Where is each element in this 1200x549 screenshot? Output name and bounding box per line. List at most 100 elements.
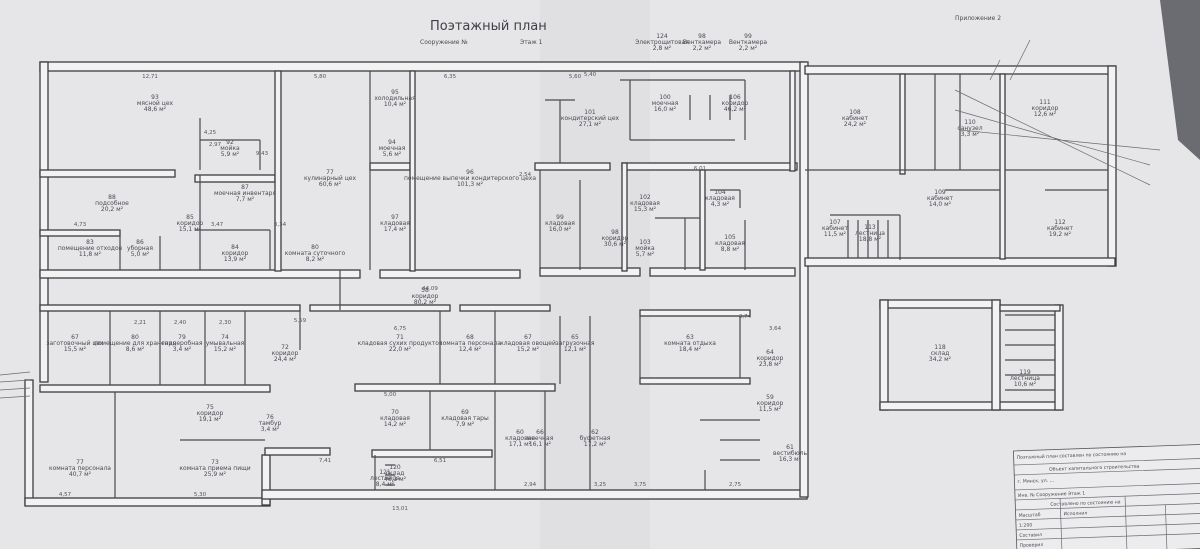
room-num: 77 (76, 459, 84, 466)
room-name: кладовая сухих продуктов (358, 340, 443, 347)
room-name: санузел (957, 125, 982, 132)
room-area: 40,7 м² (69, 471, 92, 478)
room-name: коридор (177, 220, 204, 227)
room-area: 10,4 м² (384, 101, 407, 108)
room-num: 76 (266, 414, 274, 421)
room-name: кладовая (380, 415, 410, 422)
room-name: коридор (197, 410, 224, 417)
room-name: мойка (220, 145, 240, 152)
dimension-label: 44,09 (422, 286, 438, 292)
title-block-line: г. Минск, ул. ... (1017, 478, 1054, 485)
room-area: 13,9 м² (224, 256, 247, 263)
room-name: кладовая (630, 200, 660, 207)
callout-area: 2,2 м² (739, 45, 758, 52)
room-name: кладовая (545, 220, 575, 227)
room-name: помещение отходов (58, 245, 123, 252)
dimension-label: 6,75 (394, 326, 407, 332)
room-num: 101 (584, 109, 596, 116)
room-name: комната отдыха (664, 340, 716, 347)
room-num: 105 (724, 234, 736, 241)
room-name: коридор (272, 350, 299, 357)
dimension-label: 2,97 (209, 142, 222, 148)
room-name: гардеробная (162, 340, 203, 347)
room-name: моечная (527, 435, 554, 442)
room-area: 46,2 м² (724, 106, 747, 113)
room-area: 12,4 м² (459, 346, 482, 353)
room-name: кладовая овощей (500, 340, 556, 347)
room-num: 106 (729, 94, 741, 101)
room-area: 10,6 м² (1014, 381, 1037, 388)
room-num: 111 (1039, 99, 1051, 106)
title-block-line: Проверил (1020, 542, 1044, 549)
room-name: коридор (757, 355, 784, 362)
room-area: 16,1 м² (529, 441, 552, 448)
room-num: 75 (206, 404, 214, 411)
room-name: моечная (652, 100, 679, 107)
room-area: 11,5 м² (759, 406, 782, 413)
room-name: комната суточного (285, 250, 346, 257)
room-num: 108 (849, 109, 861, 116)
room-name: кладовая (505, 435, 535, 442)
room-area: 14,2 м² (384, 421, 407, 428)
room-name: коридор (1032, 105, 1059, 112)
room-name: коридор (722, 100, 749, 107)
dimension-label: 7,41 (319, 458, 331, 464)
room-area: 25,9 м² (204, 471, 227, 478)
title-block-line: 1:200 (1019, 522, 1033, 528)
dimension-label: 2,54 (519, 172, 532, 178)
room-area: 19,1 м² (199, 416, 222, 423)
room-area: 17,4 м² (384, 226, 407, 233)
room-name: мясной цех (137, 100, 174, 107)
building-label: Сооружение № (420, 39, 468, 46)
room-name: кабинет (822, 225, 849, 232)
room-num: 99 (556, 214, 564, 221)
room-area: 8,8 м² (721, 246, 740, 253)
room-name: лестница (1010, 375, 1040, 382)
room-area: 60,6 м² (319, 181, 342, 188)
room-num: 59 (766, 394, 774, 401)
room-num: 119 (1019, 369, 1031, 376)
room-num: 112 (1054, 219, 1066, 226)
room-area: 18,8 м² (859, 236, 882, 243)
room-area: 30,6 м² (604, 241, 627, 248)
room-num: 61 (786, 444, 794, 451)
room-area: 5,6 м² (383, 151, 402, 158)
room-name: кондитерский цех (561, 115, 620, 122)
room-num: 118 (934, 344, 946, 351)
room-area: 101,3 м² (457, 181, 484, 188)
room-area: 48,6 м² (144, 106, 167, 113)
room-num: 107 (829, 219, 841, 226)
room-name: буфетная (580, 435, 611, 442)
callout-name: Венткамера (683, 39, 722, 46)
room-num: 66 (536, 429, 544, 436)
room-num: 67 (71, 334, 79, 341)
dimension-label: 3,47 (211, 222, 224, 228)
room-num: 88 (108, 194, 116, 201)
dimension-label: 13,01 (392, 506, 408, 512)
sheet-label: Приложение 2 (955, 15, 1001, 22)
room-name: коридор (412, 293, 439, 300)
room-name: комната приема пищи (179, 465, 250, 472)
room-num: 65 (571, 334, 579, 341)
room-area: 80,2 м² (414, 299, 437, 306)
room-name: кабинет (1047, 225, 1074, 232)
room-name: помещение для хранения (94, 340, 177, 347)
room-num: 93 (151, 94, 159, 101)
room-area: 15,1 м² (179, 226, 202, 233)
room-name: коридор (222, 250, 249, 257)
room-num: 110 (964, 119, 976, 126)
room-num: 68 (466, 334, 474, 341)
dimension-label: 6,35 (444, 74, 457, 80)
room-name: кладовая (715, 240, 745, 247)
room-num: 58 (421, 287, 429, 294)
room-area: 4,3 м² (711, 201, 730, 208)
room-name: кабинет (927, 195, 954, 202)
dimension-label: 2,30 (219, 320, 232, 326)
room-area: 14,0 м² (929, 201, 952, 208)
room-num: 77 (326, 169, 334, 176)
room-area: 23,8 м² (759, 361, 782, 368)
room-name: комната персонала (439, 340, 501, 347)
dimension-label: 9,43 (256, 151, 269, 157)
